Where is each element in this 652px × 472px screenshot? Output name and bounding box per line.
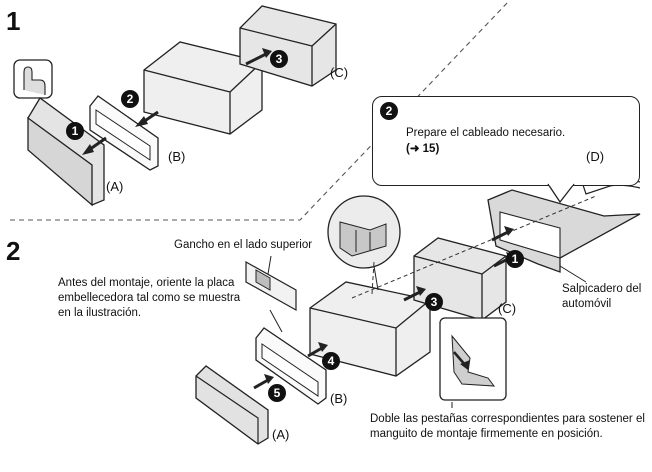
badge-1-step1: 1 <box>66 122 84 140</box>
badge-3-step2: 3 <box>425 293 443 311</box>
mounting-sleeve-c-step1 <box>239 5 337 87</box>
label-c-step2: (C) <box>498 301 517 316</box>
arrow-3-step1 <box>245 52 267 66</box>
badge-1-step2: 1 <box>506 250 524 268</box>
callout-page-reference: (➜ 15) <box>406 143 440 155</box>
tab-bending-inset <box>439 317 507 401</box>
wiring-callout-box <box>372 96 640 186</box>
hand-press-icon <box>13 59 53 99</box>
badge-3-step1: 3 <box>270 50 288 68</box>
badge-2-callout: 2 <box>380 102 398 120</box>
hook-detail-inset <box>245 255 297 333</box>
label-a-step2: (A) <box>272 427 290 442</box>
faceplate-a-step2 <box>195 365 269 445</box>
faceplate-a-step1 <box>27 97 105 207</box>
trim-plate-b-step2 <box>255 327 327 405</box>
step-separator-dashed-line <box>10 1 509 221</box>
dashboard-label: Salpicadero del automóvil <box>562 283 642 310</box>
orient-trim-plate-note: Antes del montaje, oriente la placa embe… <box>58 277 241 319</box>
label-b-step1: (B) <box>168 149 186 164</box>
badge-5-step2: 5 <box>268 384 286 402</box>
label-a-step1: (A) <box>106 179 124 194</box>
badge-4-step2: 4 <box>322 352 340 370</box>
hook-on-top-note: Gancho en el lado superior <box>174 239 313 251</box>
bend-tabs-note: Doble las pestañas correspondientes para… <box>370 413 645 440</box>
sleeve-zoom-inset <box>327 195 401 291</box>
step-number-2: 2 <box>6 236 21 266</box>
receiver-unit-step2 <box>309 281 431 377</box>
label-d: (D) <box>586 149 605 164</box>
trim-plate-b-step1 <box>89 95 159 171</box>
step-number-1: 1 <box>6 6 21 36</box>
receiver-unit-step1 <box>143 41 263 135</box>
badge-2-step1: 2 <box>121 90 139 108</box>
callout-prepare-wiring-text: Prepare el cableado necesario. <box>406 127 566 139</box>
label-c-step1: (C) <box>330 65 349 80</box>
label-b-step2: (B) <box>330 391 348 406</box>
